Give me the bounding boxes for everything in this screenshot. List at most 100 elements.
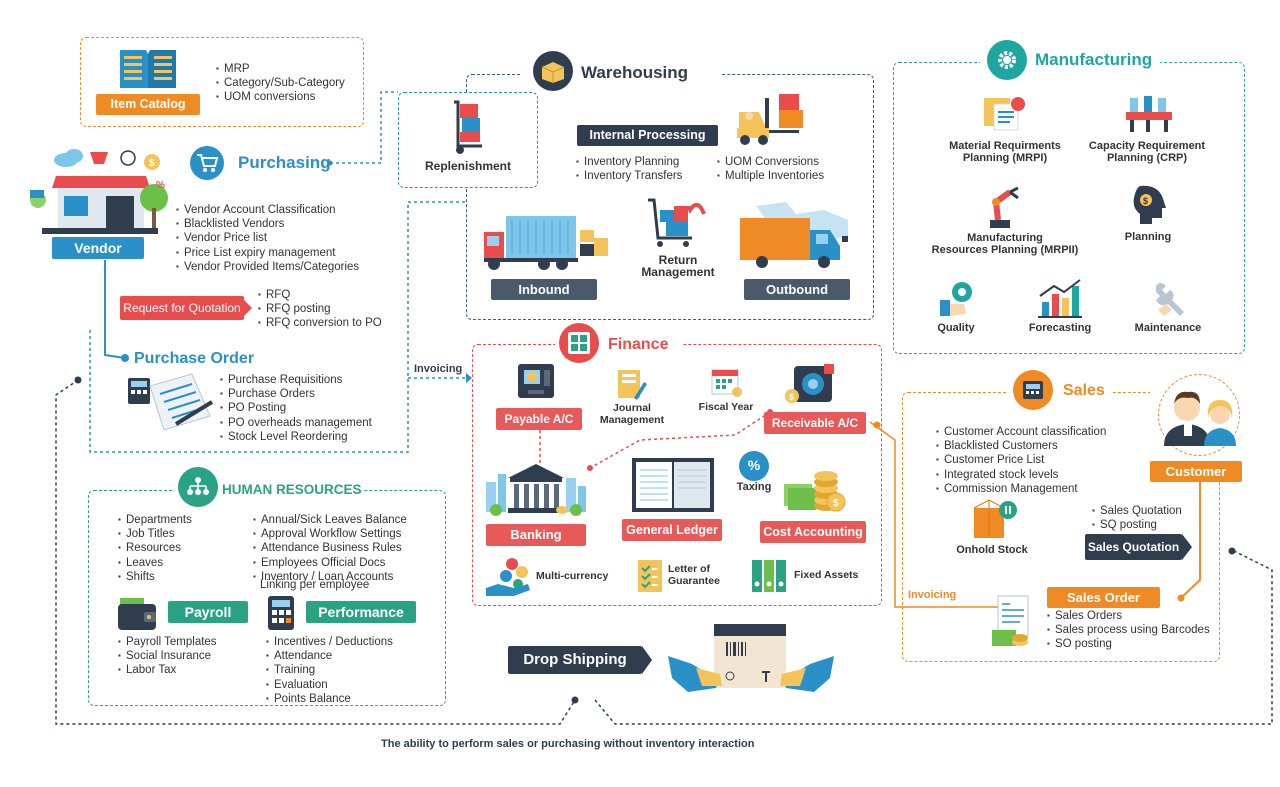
item-catalog-bullets: MRPCategory/Sub-CategoryUOM conversions xyxy=(216,62,345,105)
mfg-item-quality: Quality xyxy=(937,322,975,334)
outbound-label: Outbound xyxy=(744,279,850,300)
hr-bullets-right-continuation: Linking per employee xyxy=(260,579,370,591)
purchasing-title: Purchasing xyxy=(238,153,331,172)
po-bullets: Purchase RequisitionsPurchase OrdersPO P… xyxy=(220,373,372,444)
wrench-icon xyxy=(1156,283,1184,316)
inbound-truck-icon xyxy=(484,216,608,270)
quality-icon xyxy=(940,282,972,316)
payroll-label: Payroll xyxy=(168,601,248,623)
sales-order-label: Sales Order xyxy=(1047,587,1160,608)
warehousing-title: Warehousing xyxy=(581,63,689,82)
inbound-label: Inbound xyxy=(491,279,597,300)
fixed-assets-label: Fixed Assets xyxy=(794,569,859,581)
manufacturing-title: Manufacturing xyxy=(1035,50,1153,69)
box-glyph xyxy=(541,62,565,83)
performance-bullets: Incentives / DeductionsAttendanceTrainin… xyxy=(266,635,393,706)
atm-icon xyxy=(518,364,554,398)
cart-glyph xyxy=(197,154,219,172)
receivable-safe-icon: $ xyxy=(785,364,834,403)
svg-text:$: $ xyxy=(833,498,839,509)
customer-avatar-icon xyxy=(1164,391,1236,446)
onhold-stock-label: Onhold Stock xyxy=(956,544,1028,556)
mfg-item-forecasting: Forecasting xyxy=(1028,322,1092,334)
planning-icon: $ xyxy=(1133,185,1166,224)
mfg-item-mrpii: Manufacturing Resources Planning (MRPII) xyxy=(931,232,1079,256)
payroll-bullets: Payroll TemplatesSocial InsuranceLabor T… xyxy=(118,635,217,678)
bank-icon xyxy=(486,464,586,516)
sales-order-doc-icon xyxy=(992,595,1029,646)
sales-invoicing-label: Invoicing xyxy=(908,589,957,601)
performance-label: Performance xyxy=(306,601,416,623)
mfg-item-crp: Capacity Requirement Planning (CRP) xyxy=(1088,140,1206,164)
purchase-order-icon xyxy=(128,373,214,431)
payable-label: Payable A/C xyxy=(496,408,582,430)
hr-bullets-right: Annual/Sick Leaves BalanceApproval Workf… xyxy=(253,513,407,584)
sales-title: Sales xyxy=(1063,382,1105,399)
package-hands-icon xyxy=(668,624,834,692)
crp-icon xyxy=(1126,96,1172,132)
mfg-item-planning: Planning xyxy=(1124,231,1172,243)
customer-label: Customer xyxy=(1150,461,1242,482)
invoicing-label: Invoicing xyxy=(414,363,463,375)
journal-label: Journal Management xyxy=(599,402,665,426)
cart-icon xyxy=(190,146,224,180)
fiscal-year-label: Fiscal Year xyxy=(698,401,754,413)
wallet-icon xyxy=(118,598,156,630)
rfq-bullets: RFQRFQ postingRFQ conversion to PO xyxy=(258,288,382,331)
gear-glyph xyxy=(998,51,1016,69)
vendor-store-icon: $ % xyxy=(30,149,168,234)
sales-quotation-arrow xyxy=(1182,534,1192,560)
percent-glyph: % xyxy=(747,457,761,473)
purchase-order-title: Purchase Order xyxy=(134,350,255,367)
calculator-glyph xyxy=(568,332,590,354)
so-bullets: Sales OrdersSales process using Barcodes… xyxy=(1047,609,1210,652)
performance-calculator-icon xyxy=(268,596,294,630)
vendor-bullets: Vendor Account ClassificationBlacklisted… xyxy=(176,203,359,274)
general-ledger-label: General Ledger xyxy=(622,519,722,541)
hand-truck-icon xyxy=(454,100,482,154)
ip-bullets-left: Inventory PlanningInventory Transfers xyxy=(576,155,682,183)
rfq-arrow xyxy=(244,300,252,316)
sales-quotation-label: Sales Quotation xyxy=(1085,534,1182,560)
drop-shipping-caption: The ability to perform sales or purchasi… xyxy=(381,738,755,750)
svg-text:%: % xyxy=(156,180,165,191)
replenishment-label: Replenishment xyxy=(424,159,511,173)
org-chart-glyph xyxy=(187,477,209,495)
book-icon xyxy=(120,50,176,88)
onhold-stock-icon xyxy=(973,499,1017,538)
mfg-item-mrpi: Material Requirments Planning (MRPI) xyxy=(949,140,1061,164)
taxing-icon xyxy=(739,451,769,481)
mfg-item-maintenance: Maintenance xyxy=(1134,322,1202,334)
forklift-icon xyxy=(737,94,803,145)
hr-title: HUMAN RESOURCES xyxy=(222,482,362,497)
journal-icon xyxy=(618,370,647,400)
svg-text:$: $ xyxy=(1143,196,1148,206)
mrp-icon xyxy=(984,97,1025,131)
multi-currency-icon xyxy=(486,558,530,596)
general-ledger-icon xyxy=(632,458,714,512)
receivable-label: Receivable A/C xyxy=(764,412,866,434)
finance-title: Finance xyxy=(608,336,669,353)
return-management-icon xyxy=(648,198,706,247)
ip-bullets-right: UOM ConversionsMultiple Inventories xyxy=(717,155,824,183)
banking-label: Banking xyxy=(486,524,586,546)
outbound-truck-icon xyxy=(740,202,848,268)
coins-icon: $ xyxy=(784,471,846,512)
letter-of-guarantee-label: Letter of Guarantee xyxy=(668,563,720,587)
return-management-label: Return Management xyxy=(641,253,715,279)
fixed-assets-icon xyxy=(752,560,786,592)
robot-arm-icon xyxy=(990,186,1019,228)
svg-text:$: $ xyxy=(789,392,794,402)
letter-of-guarantee-icon xyxy=(638,560,662,592)
quotation-bullets: Sales QuotationSQ posting xyxy=(1092,504,1182,532)
register-glyph xyxy=(1023,381,1043,399)
fiscal-year-icon xyxy=(711,369,742,397)
rfq-label: Request for Quotation xyxy=(120,296,244,320)
svg-text:$: $ xyxy=(149,158,155,169)
internal-processing-label: Internal Processing xyxy=(577,125,718,146)
item-catalog-label: Item Catalog xyxy=(96,94,200,115)
taxing-label: Taxing xyxy=(736,481,772,493)
forecasting-icon xyxy=(1038,279,1082,318)
drop-shipping-label: Drop Shipping xyxy=(508,646,642,674)
